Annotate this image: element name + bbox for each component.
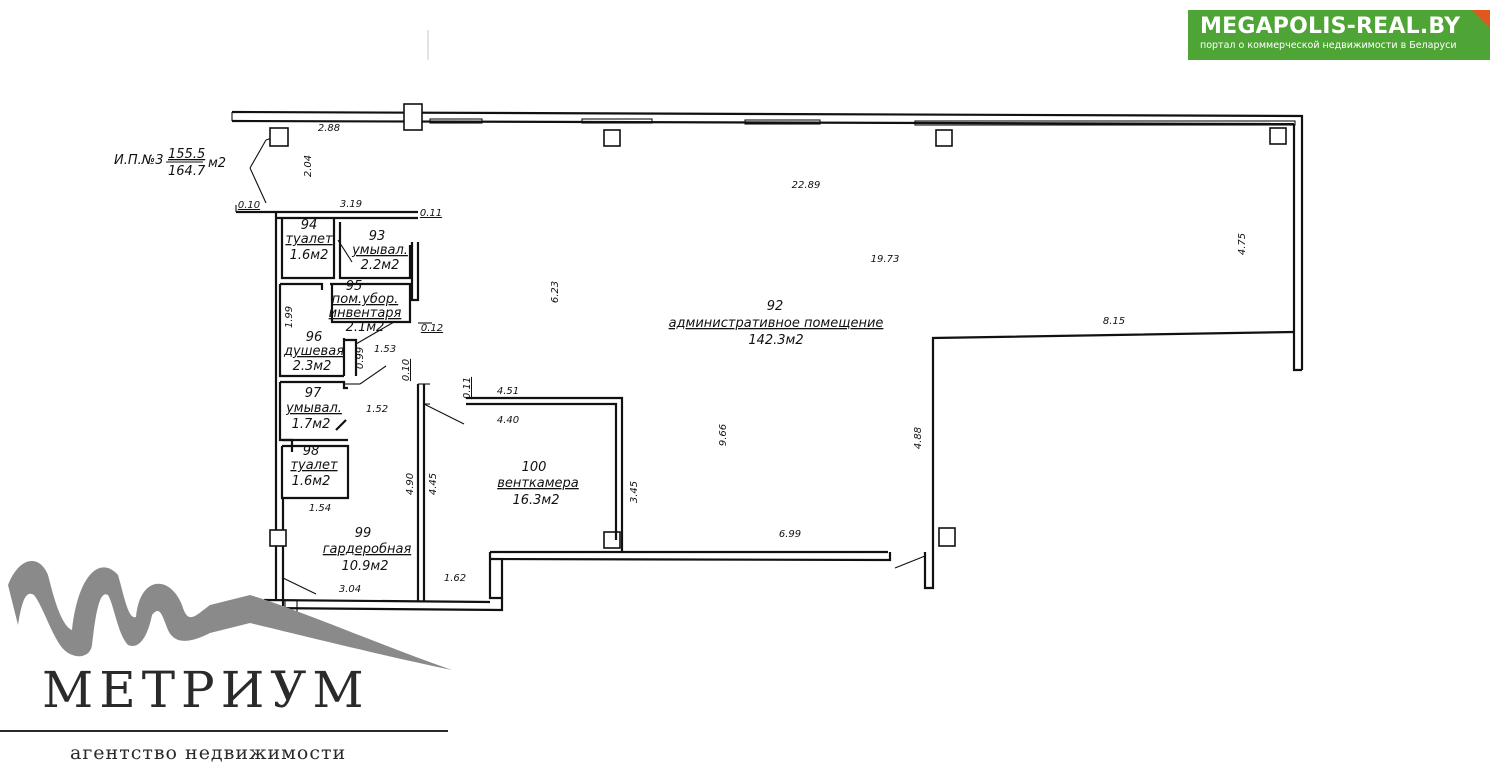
room-name: умывал. <box>285 401 342 416</box>
dimension-label: 2.04 <box>303 155 314 177</box>
dimension-label: 1.52 <box>366 404 388 415</box>
room-area: 2.1м2 <box>346 320 385 335</box>
room-name: административное помещение <box>669 316 884 331</box>
dimension-label: 0.12 <box>421 323 443 334</box>
room-name: венткамера <box>497 476 579 491</box>
room-area: 2.2м2 <box>361 258 400 273</box>
dimension-label: 1.53 <box>374 344 396 355</box>
window <box>914 120 1296 126</box>
room-number: 94 <box>301 218 318 233</box>
room-area: 142.3м2 <box>748 333 803 348</box>
dimension-label: 0.11 <box>420 208 442 219</box>
unit-label: И.П.№3 <box>114 153 164 168</box>
window <box>429 118 483 124</box>
dimension-label: 4.90 <box>405 473 416 495</box>
room-name: душевая <box>283 344 344 359</box>
room-number: 92 <box>767 299 784 314</box>
room-area: 10.9м2 <box>341 559 388 574</box>
room-area: 1.6м2 <box>292 474 331 489</box>
roof-swoosh-icon <box>8 561 452 670</box>
dimension-label: 2.88 <box>318 123 340 134</box>
window <box>581 118 653 124</box>
dimension-label: 3.19 <box>340 199 362 210</box>
banner-logo: MEGAPOLIS-REAL.BY <box>1200 14 1461 39</box>
room-name: гардеробная <box>323 542 412 557</box>
dimension-label: 0.10 <box>238 200 260 211</box>
room-area: 1.6м2 <box>290 248 329 263</box>
sanitary-block <box>276 210 465 602</box>
dimension-label: 4.40 <box>497 415 519 426</box>
dimension-label: 22.89 <box>792 180 821 191</box>
unit-area-numerator: 155.5 <box>168 147 205 162</box>
room-area: 1.7м2 <box>292 417 331 432</box>
dimension-label: 9.66 <box>718 424 729 446</box>
room-name: туалет <box>290 458 338 473</box>
dimension-label: 0.10 <box>401 359 412 381</box>
dimension-label: 0.11 <box>462 377 473 399</box>
dimension-label: 3.04 <box>339 584 361 595</box>
banner-corner-accent <box>1472 10 1490 28</box>
room-number: 98 <box>303 444 320 459</box>
dimension-label: 4.88 <box>913 427 924 449</box>
room-name: умывал. <box>351 243 408 258</box>
dimension-label: 4.75 <box>1237 233 1248 255</box>
room-name-line2: инвентаря <box>329 306 402 321</box>
room-area: 16.3м2 <box>512 493 559 508</box>
room-name: туалет <box>285 232 333 247</box>
megapolis-banner[interactable]: MEGAPOLIS-REAL.BY портал о коммерческой … <box>1188 10 1490 60</box>
dimension-labels: 2.88 2.04 0.10 3.19 0.11 22.89 19.73 4.7… <box>238 123 1248 595</box>
unit-area-denominator: 164.7 <box>168 164 206 179</box>
room-number: 96 <box>306 330 323 345</box>
room-number: 99 <box>355 526 372 541</box>
agency-divider <box>0 730 448 732</box>
unit-area-unit: м2 <box>208 156 226 171</box>
dimension-label: 8.15 <box>1103 316 1125 327</box>
dimension-label: 1.62 <box>444 573 466 584</box>
dimension-label: 0.99 <box>355 347 366 369</box>
dimension-label: 6.23 <box>550 281 561 303</box>
room-number: 93 <box>369 229 386 244</box>
room-number: 97 <box>305 386 322 401</box>
dimension-label: 4.45 <box>428 473 439 495</box>
room-number: 95 <box>346 279 363 294</box>
window <box>744 119 821 125</box>
agency-subtitle: агентство недвижимости <box>70 742 347 764</box>
room-area: 2.3м2 <box>293 359 332 374</box>
dimension-label: 4.51 <box>497 386 519 397</box>
agency-name: МЕТРИУМ <box>42 661 370 719</box>
dimension-label: 1.99 <box>284 306 295 328</box>
dimension-label: 6.99 <box>779 529 801 540</box>
room-name: пом.убор. <box>332 292 398 307</box>
columns <box>269 103 1287 549</box>
dimension-label: 3.45 <box>629 481 640 503</box>
ventilation-room-walls <box>466 396 624 552</box>
agency-logo-mark <box>8 561 452 670</box>
banner-tagline: портал о коммерческой недвижимости в Бел… <box>1200 40 1457 51</box>
dimension-label: 1.54 <box>309 503 331 514</box>
dimension-label: 19.73 <box>871 254 900 265</box>
room-number: 100 <box>522 460 547 475</box>
